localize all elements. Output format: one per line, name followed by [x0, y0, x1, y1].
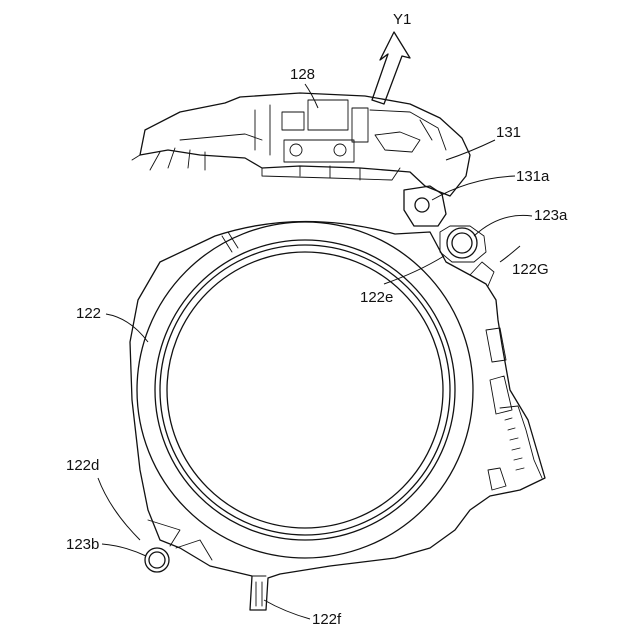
direction-arrow-y1	[372, 32, 410, 104]
label-131a: 131a	[516, 168, 550, 185]
label-122e: 122e	[360, 289, 393, 306]
leader-131	[446, 140, 495, 160]
label-123b: 123b	[66, 536, 99, 553]
pin-123b	[145, 548, 169, 572]
label-122f: 122f	[312, 611, 342, 628]
leader-123a	[474, 215, 532, 236]
label-122G: 122G	[512, 261, 549, 278]
label-128: 128	[290, 66, 315, 83]
side-bracket	[404, 186, 446, 226]
label-122: 122	[76, 305, 101, 322]
leader-122G	[500, 246, 520, 262]
label-123a: 123a	[534, 207, 568, 224]
label-122d: 122d	[66, 457, 99, 474]
lens-barrel-frame	[130, 221, 545, 610]
leader-128	[305, 84, 318, 108]
top-mechanism	[132, 93, 470, 196]
leader-131a	[432, 176, 515, 200]
leader-122d	[98, 478, 140, 540]
label-y1: Y1	[393, 11, 411, 28]
leader-122	[106, 314, 148, 342]
leader-123b	[102, 544, 146, 556]
label-131: 131	[496, 124, 521, 141]
leader-122f	[264, 600, 310, 619]
leader-122e	[384, 256, 444, 284]
lens-rings	[137, 222, 473, 558]
